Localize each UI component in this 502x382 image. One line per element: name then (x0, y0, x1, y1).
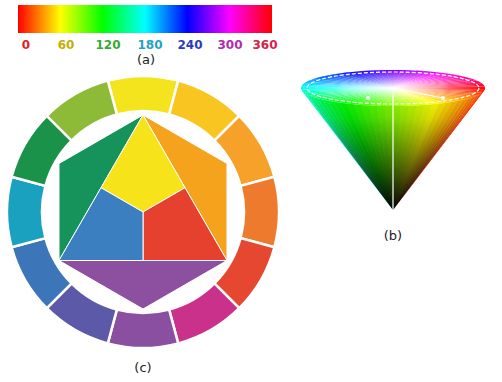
primary-region (143, 188, 227, 261)
hue-degree: 120 (95, 39, 120, 51)
wheel-segment (108, 310, 178, 348)
panel-label: (c) (134, 361, 151, 374)
hue-bar (18, 5, 272, 33)
cone-shade (301, 88, 485, 210)
secondary-triangle (59, 261, 227, 310)
wheel-segment (7, 177, 45, 247)
wheel-segment (108, 76, 178, 114)
wheel-segment (169, 283, 239, 343)
hue-degree: 0 (22, 39, 30, 51)
saturation-axis (393, 88, 443, 98)
primary-region (59, 188, 143, 261)
hue-degree: 360 (252, 39, 277, 51)
cone-dot (366, 96, 370, 100)
wheel-segment (47, 81, 117, 141)
panel-label: (b) (384, 229, 402, 242)
value-axis (392, 88, 393, 210)
hue-degree: 60 (58, 39, 75, 51)
color-wheel (7, 76, 279, 348)
hsv-cone (301, 70, 485, 210)
hue-degree: 180 (137, 39, 162, 51)
hue-degree: 300 (217, 39, 242, 51)
panel-label: (a) (137, 53, 155, 66)
hue-degree: 240 (177, 39, 202, 51)
color-triangle (59, 115, 227, 309)
wheel-segment (241, 177, 279, 247)
cone-dot (441, 96, 445, 100)
